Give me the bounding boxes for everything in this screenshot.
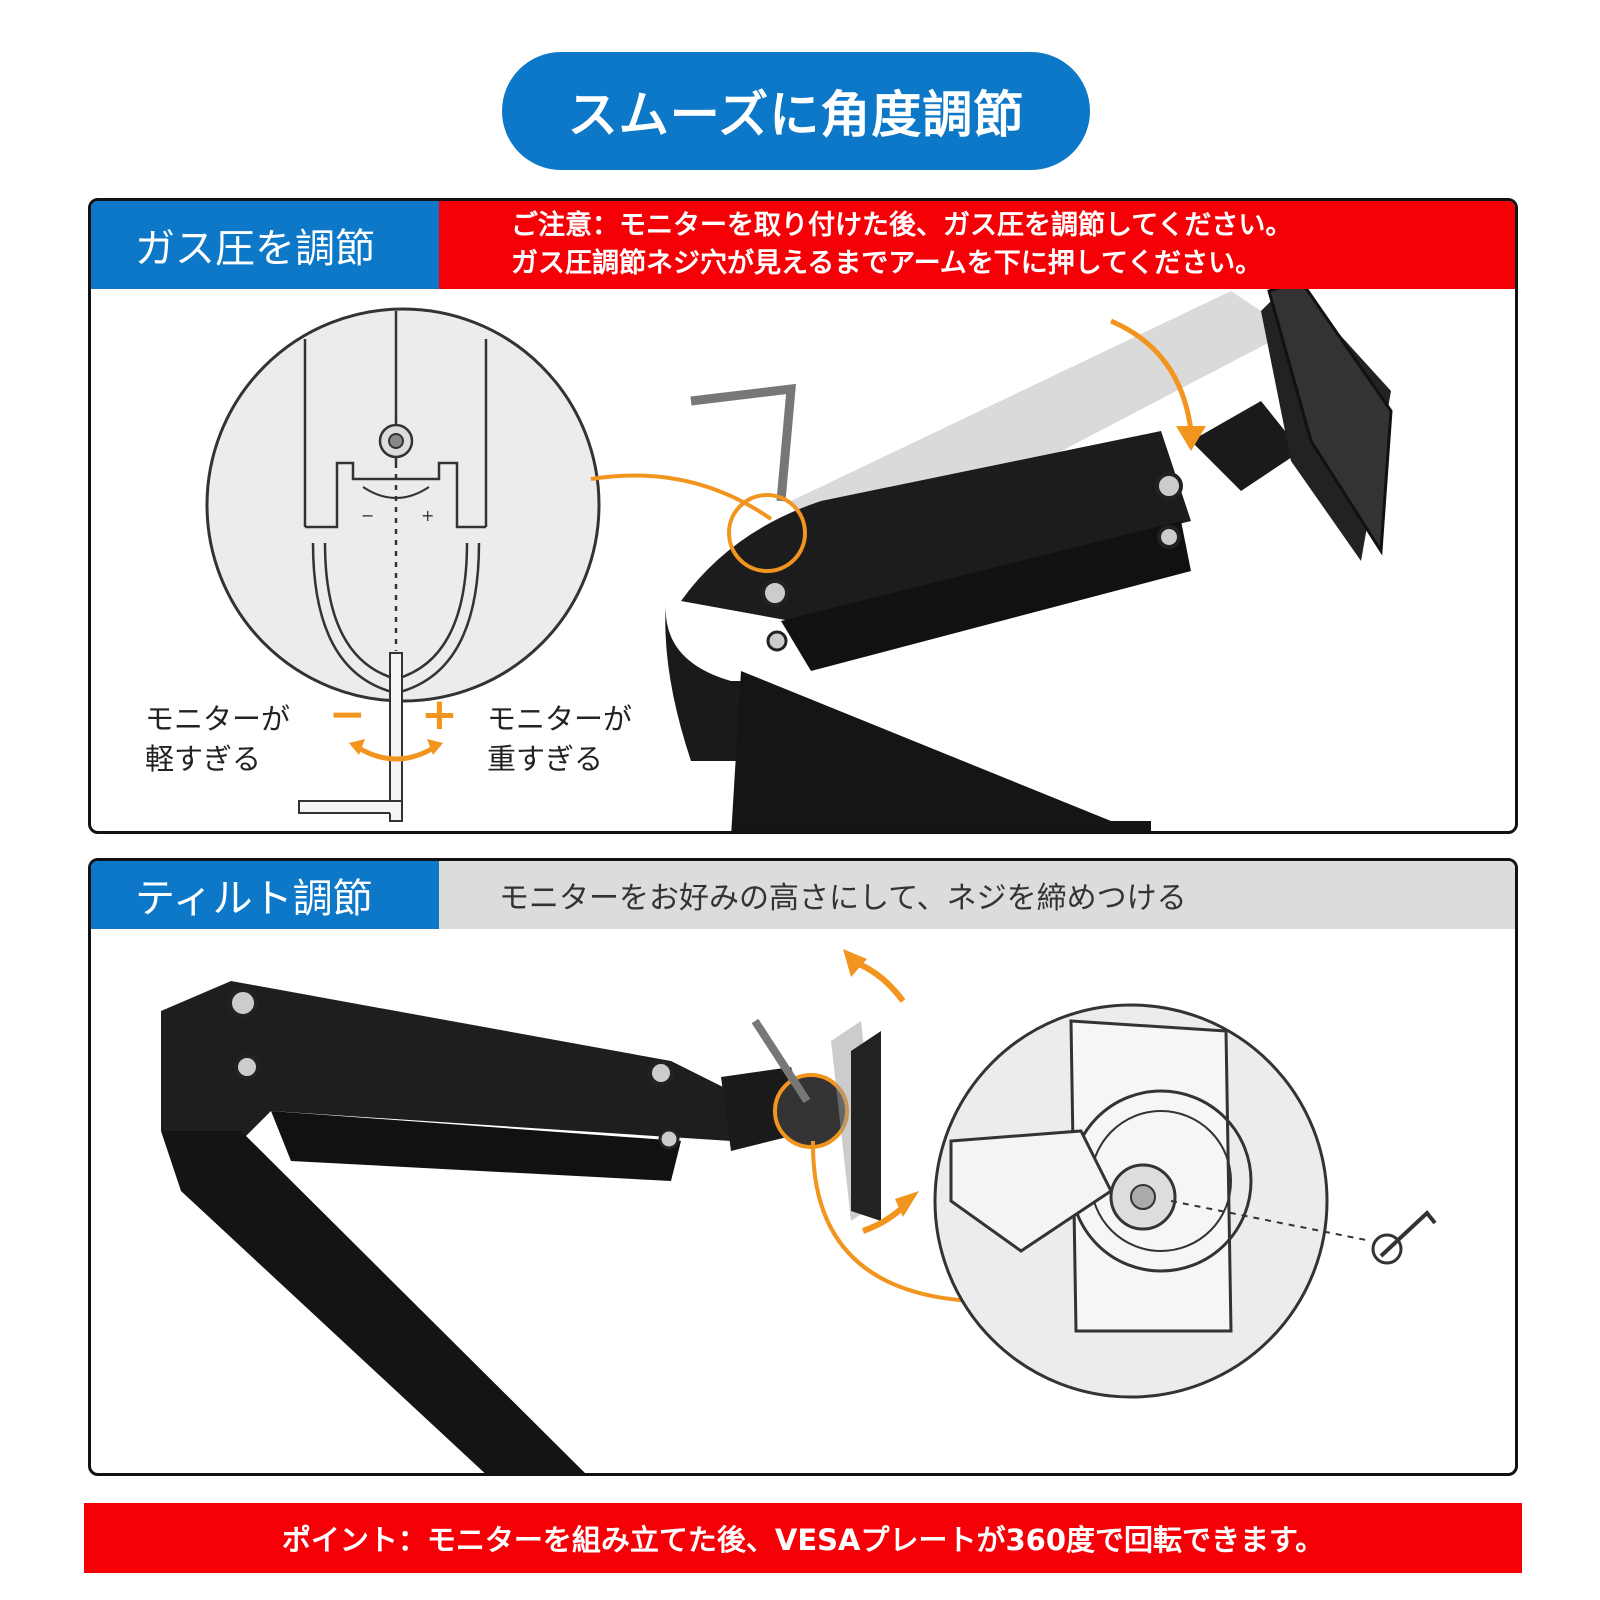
gas-pressure-notice: ご注意：モニターを取り付けた後、ガス圧を調節してください。 ガス圧調節ネジ穴が見… bbox=[439, 201, 1515, 289]
gas-pressure-illustration: − + bbox=[205, 279, 1393, 831]
minus-sign: − bbox=[329, 689, 366, 740]
notice-line-2: ガス圧調節ネジ穴が見えるまでアームを下に押してください。 bbox=[511, 248, 1263, 279]
detail-plus: + bbox=[421, 506, 434, 525]
notice-line-1: ご注意：モニターを取り付けた後、ガス圧を調節してください。 bbox=[511, 210, 1293, 241]
too-light-label: モニターが 軽すぎる bbox=[145, 699, 290, 779]
too-light-line-1: モニターが bbox=[145, 702, 291, 736]
too-heavy-line-1: モニターが bbox=[487, 702, 633, 736]
too-light-line-2: 軽すぎる bbox=[145, 742, 262, 776]
gas-pressure-tab: ガス圧を調節 bbox=[91, 201, 439, 289]
title-banner: スムーズに角度調節 bbox=[502, 52, 1090, 170]
too-heavy-label: モニターが 重すぎる bbox=[487, 699, 632, 779]
tilt-illustration bbox=[161, 949, 1437, 1473]
page-title: スムーズに角度調節 bbox=[567, 86, 1025, 144]
tilt-description: モニターをお好みの高さにして、ネジを締めつける bbox=[439, 861, 1515, 929]
detail-minus: − bbox=[361, 506, 374, 525]
tilt-tab: ティルト調節 bbox=[91, 861, 439, 929]
too-heavy-line-2: 重すぎる bbox=[487, 742, 604, 776]
tilt-panel: ティルト調節 モニターをお好みの高さにして、ネジを締めつける bbox=[88, 858, 1518, 1476]
plus-sign: + bbox=[421, 689, 458, 740]
gas-pressure-panel: − + ガス圧を調節 ご注意：モニターを取り付けた後、ガス bbox=[88, 198, 1518, 834]
bottom-note: ポイント：モニターを組み立てた後、VESAプレートが360度で回転できます。 bbox=[84, 1503, 1522, 1573]
